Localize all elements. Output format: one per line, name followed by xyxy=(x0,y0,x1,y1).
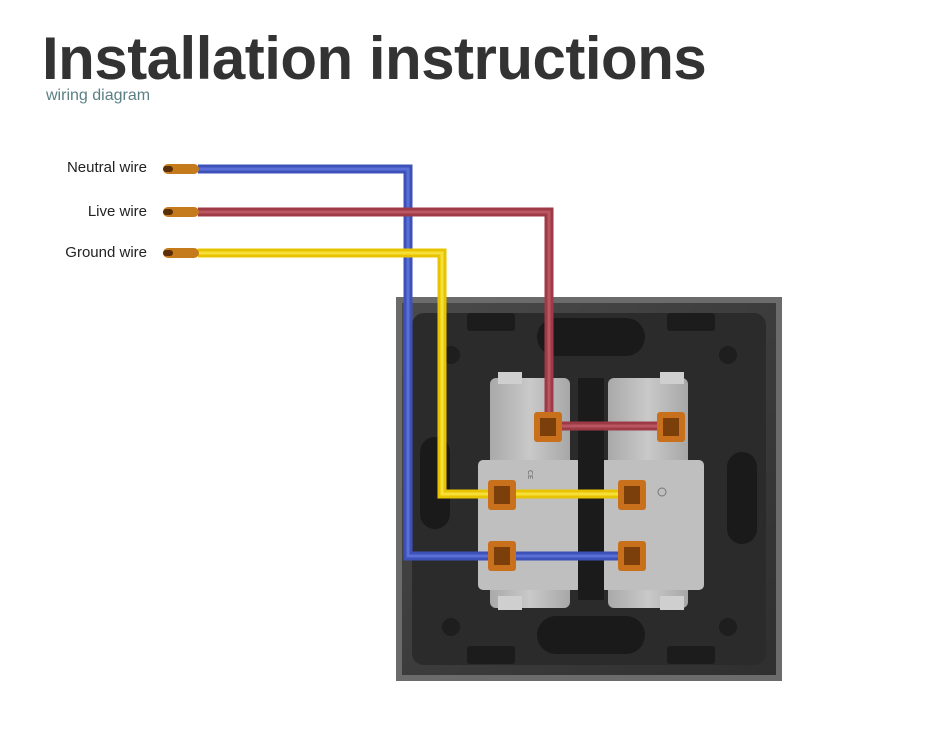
live-wire-label: Live wire xyxy=(87,203,147,220)
terminals xyxy=(488,412,685,571)
wire-tips xyxy=(163,164,199,258)
page-subtitle: wiring diagram xyxy=(46,87,151,104)
ground-wire-label: Ground wire xyxy=(65,244,147,261)
page-title: Installation instructions xyxy=(42,25,707,92)
svg-text:CE: CE xyxy=(526,470,534,479)
module-gap xyxy=(578,378,604,600)
neutral-wire-label: Neutral wire xyxy=(66,159,147,176)
